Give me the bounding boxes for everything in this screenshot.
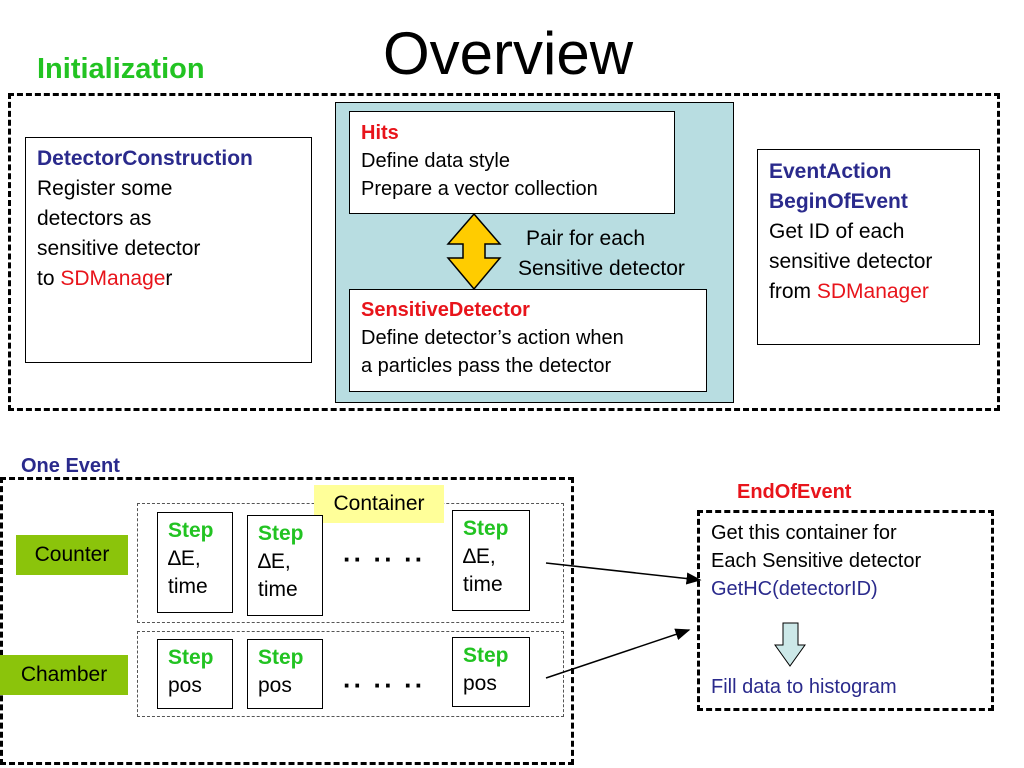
- chamber-to-end-arrow: [545, 628, 691, 679]
- detector-construction-line: detectors as: [37, 207, 152, 230]
- gethc-call: GetHC(detectorID): [711, 578, 878, 600]
- container-label: Container: [314, 485, 444, 523]
- to-prefix: to: [37, 267, 61, 290]
- counter-ellipsis: ·· ·· ··: [343, 544, 426, 574]
- counter-step-2: Step ∆E, time: [247, 515, 323, 616]
- sensitive-detector-line: a particles pass the detector: [361, 355, 612, 377]
- event-action-last-line: from SDManager: [769, 277, 979, 307]
- initialization-frame: [8, 93, 1000, 411]
- step-title: Step: [258, 646, 304, 669]
- step-time: time: [258, 578, 298, 601]
- step-pos: pos: [258, 674, 292, 697]
- chamber-step-2: Step pos: [247, 639, 323, 709]
- step-title: Step: [463, 517, 509, 540]
- end-of-event-line: Each Sensitive detector: [711, 550, 922, 572]
- step-time: time: [168, 575, 208, 598]
- hits-box: Hits Define data style Prepare a vector …: [349, 111, 675, 214]
- hits-title: Hits: [361, 122, 399, 144]
- event-action-line: Get ID of each: [769, 220, 905, 243]
- counter-step-3: Step ∆E, time: [452, 510, 530, 611]
- pair-label: Pair for each Sensitive detector: [518, 224, 685, 284]
- end-of-event-line: Get this container for: [711, 522, 897, 544]
- detector-construction-box: DetectorConstruction Register some detec…: [25, 137, 312, 363]
- one-event-heading: One Event: [21, 455, 120, 477]
- begin-of-event-title: BeginOfEvent: [769, 190, 908, 213]
- event-action-line: sensitive detector: [769, 250, 933, 273]
- initialization-heading: Initialization: [37, 53, 205, 85]
- counter-to-end-arrow: [545, 562, 702, 585]
- step-title: Step: [463, 644, 509, 667]
- chamber-container: [137, 631, 564, 717]
- detector-construction-line: sensitive detector: [37, 237, 201, 260]
- step-time: time: [463, 573, 503, 596]
- chamber-label: Chamber: [0, 655, 128, 695]
- pair-double-arrow: [446, 212, 502, 291]
- detector-construction-line: Register some: [37, 177, 173, 200]
- sensitive-detector-title: SensitiveDetector: [361, 299, 530, 321]
- step-title: Step: [168, 646, 214, 669]
- from-prefix: from: [769, 280, 817, 303]
- counter-label: Counter: [16, 535, 128, 575]
- sdmanager-link: SDManager: [816, 280, 929, 303]
- step-delta-e: ∆E,: [463, 545, 496, 568]
- page-title: Overview: [383, 20, 634, 87]
- detector-construction-title: DetectorConstruction: [37, 147, 253, 170]
- detector-construction-last-line: to SDManager: [37, 264, 311, 294]
- step-title: Step: [168, 519, 214, 542]
- counter-step-1: Step ∆E, time: [157, 512, 233, 613]
- end-of-event-heading: EndOfEvent: [737, 481, 852, 503]
- end-of-event-frame: [697, 510, 994, 711]
- fill-histogram-text: Fill data to histogram: [711, 676, 897, 698]
- event-action-box: EventAction BeginOfEvent Get ID of each …: [757, 149, 980, 345]
- chamber-step-1: Step pos: [157, 639, 233, 709]
- step-pos: pos: [463, 672, 497, 695]
- down-arrow-icon: [774, 622, 806, 667]
- sdmanager-suffix: r: [165, 267, 173, 290]
- sensitive-detector-line: Define detector’s action when: [361, 327, 624, 349]
- event-action-title: EventAction: [769, 160, 892, 183]
- sdmanager-link: SDManage: [60, 267, 166, 290]
- step-pos: pos: [168, 674, 202, 697]
- step-title: Step: [258, 522, 304, 545]
- hits-line: Prepare a vector collection: [361, 178, 598, 200]
- hits-line: Define data style: [361, 150, 510, 172]
- end-of-event-text: Get this container for Each Sensitive de…: [711, 519, 921, 603]
- pair-label-line: Pair for each: [526, 227, 646, 250]
- pair-label-line: Sensitive detector: [518, 257, 685, 280]
- sensitive-detector-box: SensitiveDetector Define detector’s acti…: [349, 289, 707, 392]
- one-event-frame: [0, 477, 574, 765]
- step-delta-e: ∆E,: [258, 550, 291, 573]
- chamber-step-3: Step pos: [452, 637, 530, 707]
- step-delta-e: ∆E,: [168, 547, 201, 570]
- chamber-ellipsis: ·· ·· ··: [343, 670, 426, 700]
